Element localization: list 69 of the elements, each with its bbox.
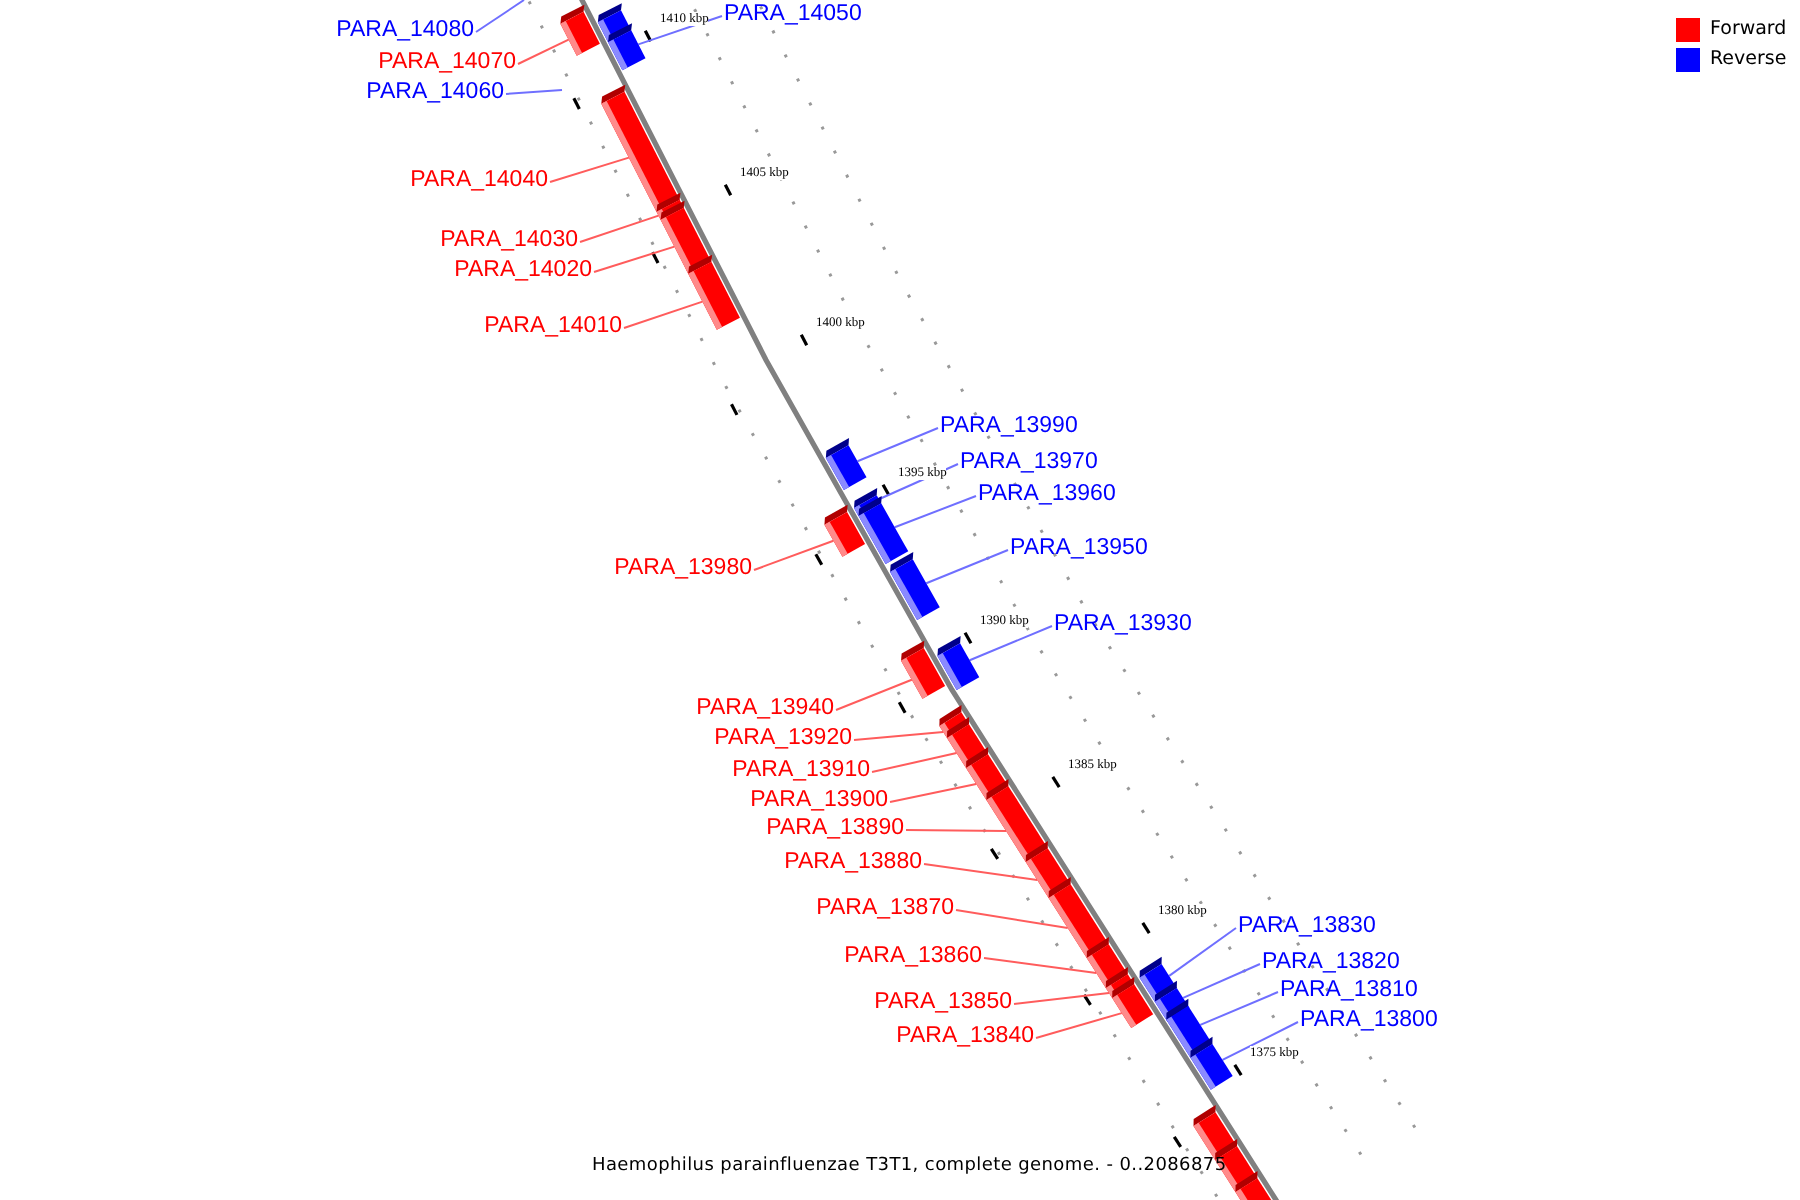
leader-line [623,300,704,329]
leader-line [983,957,1098,975]
gene-label: PARA_14030 [440,228,578,254]
gene-label: PARA_13880 [784,850,922,876]
leader-line [1182,963,1261,999]
gene-label: PARA_13900 [750,788,888,814]
leader-line [835,678,913,711]
gene-label: PARA_13990 [940,414,1078,440]
leader-line [923,863,1039,882]
leader-line [1035,1012,1123,1039]
leader-line [889,783,978,803]
gene-label: PARA_13860 [844,944,982,970]
gene-label: PARA_13800 [1300,1008,1438,1034]
legend-label: Forward [1710,18,1787,40]
leader-line [1199,991,1279,1026]
leader-line [1221,1021,1299,1061]
gene-label: PARA_13980 [614,556,752,582]
gene-label: PARA_13940 [696,696,834,722]
gene-block [858,496,909,565]
leader-line [475,0,525,33]
gene-block [688,254,740,330]
gene-label: PARA_14080 [336,18,474,44]
gene-label: PARA_13840 [896,1024,1034,1050]
leader-line [871,752,958,773]
gene-label: PARA_13950 [1010,536,1148,562]
gene-label: PARA_13970 [960,450,1098,476]
leader-line [856,427,939,463]
leader-line [893,495,977,529]
gene-label: PARA_13820 [1262,950,1400,976]
leader-line [517,38,570,65]
leader-line [905,829,1008,833]
gene-label: PARA_13960 [978,482,1116,508]
gene-label: PARA_14070 [378,50,516,76]
gene-label: PARA_13810 [1280,978,1418,1004]
gene-label: PARA_14050 [724,2,862,28]
gene-label: PARA_13930 [1054,612,1192,638]
gene-block [901,640,946,699]
gene-label: PARA_14060 [366,80,504,106]
gene-label: PARA_13870 [816,896,954,922]
leader-line [549,156,630,183]
gene-block [890,552,940,621]
leader-line [1013,992,1110,1005]
gene-label: PARA_13850 [874,990,1012,1016]
leader-line [968,625,1053,662]
leader-line [593,245,676,273]
gene-block [601,84,680,212]
gene-block [608,23,646,71]
gene-label: PARA_13910 [732,758,870,784]
gene-block [937,636,980,691]
gene-block [1235,1170,1276,1200]
leader-line [505,89,563,95]
leader-line [925,549,1009,585]
gene-block [1190,1036,1233,1090]
gene-label: PARA_14040 [410,168,548,194]
gene-label: PARA_13830 [1238,914,1376,940]
leader-line [637,15,723,46]
caption: Haemophilus parainfluenzae T3T1, complete genome. - 0..2086875 [592,1156,1227,1176]
leader-line [853,731,945,741]
leader-line [753,539,835,571]
leader-line [579,214,660,243]
legend-label: Reverse [1710,48,1787,70]
gene-block [825,438,867,491]
leader-line [955,909,1069,930]
gene-label: PARA_14020 [454,258,592,284]
gene-block [560,4,600,56]
gene-label: PARA_13890 [766,816,904,842]
gene-label: PARA_13920 [714,726,852,752]
gene-label: PARA_14010 [484,314,622,340]
leader-line [1168,927,1237,977]
